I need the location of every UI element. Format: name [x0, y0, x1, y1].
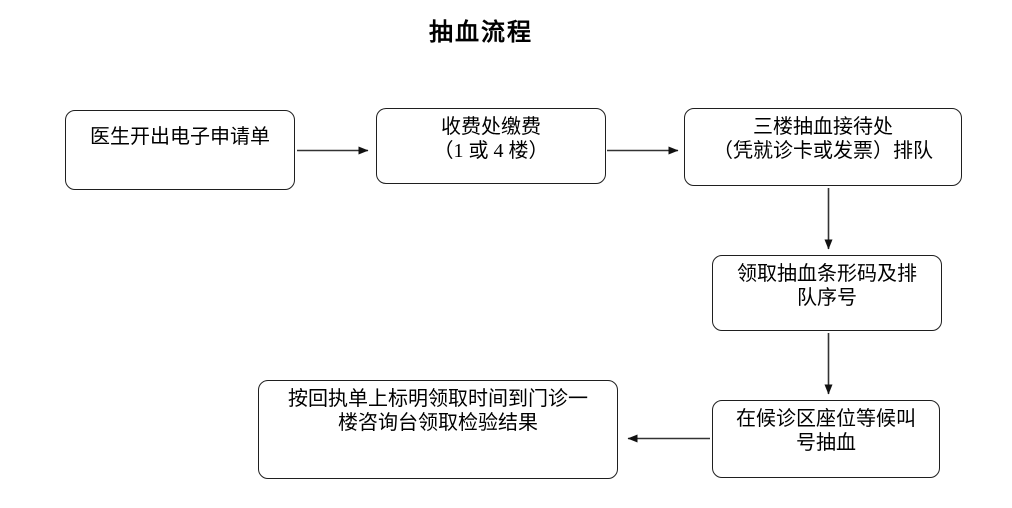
flow-node-wait-for-call: 在候诊区座位等候叫 号抽血 — [712, 400, 940, 478]
page-title: 抽血流程 — [429, 20, 533, 46]
flow-node-label-line: 三楼抽血接待处 — [753, 116, 893, 138]
flow-node-label-line: 按回执单上标明领取时间到门诊一 — [288, 388, 588, 410]
flow-node-label-line: 医生开出电子申请单 — [90, 126, 270, 148]
flow-node-label-line: 领取抽血条形码及排 — [737, 263, 917, 285]
flow-node-doctor-eorder: 医生开出电子申请单 — [65, 110, 295, 190]
flow-node-label-line: （凭就诊卡或发票）排队 — [713, 140, 933, 162]
flow-node-label-line: （1 或 4 楼） — [433, 140, 549, 162]
flow-node-label-line: 号抽血 — [796, 432, 856, 454]
flow-node-label-line: 收费处缴费 — [441, 116, 541, 138]
flow-node-label-line: 队序号 — [797, 287, 857, 309]
flow-node-reception-queue: 三楼抽血接待处 （凭就诊卡或发票）排队 — [684, 108, 962, 186]
flow-node-collect-results: 按回执单上标明领取时间到门诊一 楼咨询台领取检验结果 — [258, 380, 618, 479]
flow-node-payment: 收费处缴费 （1 或 4 楼） — [376, 108, 606, 184]
flow-node-label-line: 在候诊区座位等候叫 — [736, 408, 916, 430]
flow-node-label-line: 楼咨询台领取检验结果 — [338, 412, 538, 434]
flow-node-barcode-number: 领取抽血条形码及排 队序号 — [712, 255, 942, 331]
